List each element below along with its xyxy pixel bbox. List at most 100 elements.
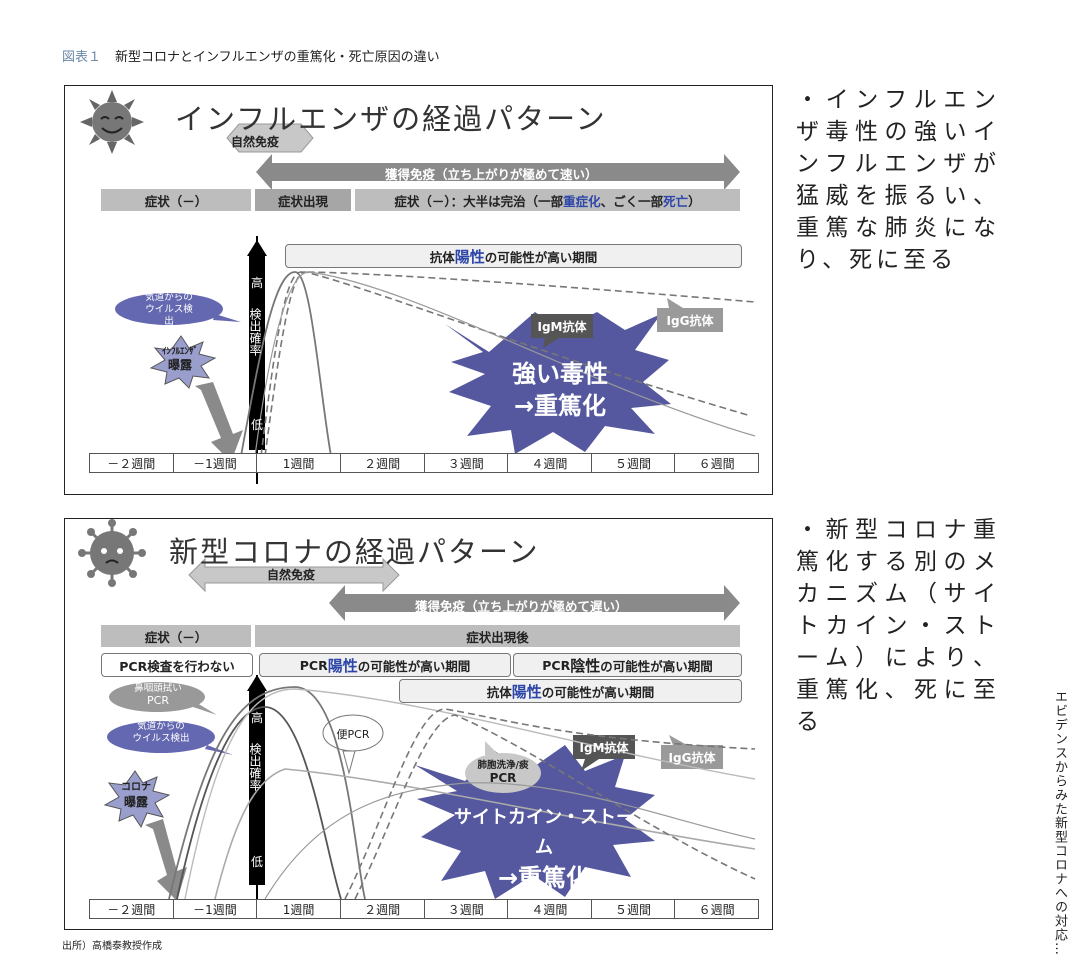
covid-acquired-label: 獲得免疫（立ち上がりが極めて遅い） xyxy=(415,599,628,614)
covid-acquired-arrow xyxy=(329,585,740,621)
flu-airway-line1: 気道からの xyxy=(145,292,193,303)
flu-ab-pos: 陽性 xyxy=(454,247,485,266)
covid-title: 新型コロナの経過パターン xyxy=(169,535,540,569)
pcr-pos-word: 陽性 xyxy=(327,656,358,675)
flu-burst-label: 強い毒性 →重篤化 xyxy=(485,358,635,422)
flu-airway-line2: ウイルス検出 xyxy=(145,304,193,327)
source-note: 出所）高橋泰教授作成 xyxy=(62,941,162,952)
week-label: ５週間 xyxy=(590,454,675,472)
week-label: 1週間 xyxy=(256,454,340,472)
flu-igg-label: IgG抗体 xyxy=(666,314,714,328)
toxicity-burst xyxy=(445,312,671,454)
covid-igm-label: IgM抗体 xyxy=(579,741,629,755)
pcr-neg-pre: PCR xyxy=(542,657,571,673)
covid-airway-label: 気道からの ウイルス検出 xyxy=(131,721,191,745)
flu-acquired-label: 獲得免疫（立ち上がりが極めて速い） xyxy=(385,167,598,182)
flu-exposure-label: ｲﾝﾌﾙｴﾝｻﾞ 曝露 xyxy=(161,346,199,372)
flu-sym-text-2: 、ごく一部 xyxy=(600,193,664,209)
nasal-pcr-callout xyxy=(109,682,217,715)
week-label: －２週間 xyxy=(107,456,156,471)
covid-igg-label: IgG抗体 xyxy=(668,751,716,765)
covid-ab-post: の可能性が高い期間 xyxy=(541,684,655,700)
sun-face-icon xyxy=(80,90,144,154)
covid-exposure-label: コロナ 曝露 xyxy=(117,781,155,809)
vertical-running-title: エビデンスからみた新型コロナへの対応… xyxy=(1052,690,1067,956)
nasal-line2: PCR xyxy=(147,694,169,707)
covid-igg-curve xyxy=(354,714,756,900)
week-label: ４週間 xyxy=(507,900,591,918)
covid-exposure-line2: 曝露 xyxy=(123,795,148,809)
covid-exposure-line1: コロナ xyxy=(121,782,151,793)
no-pcr-period: PCR検査を行わない xyxy=(101,653,253,677)
pcr-pos-post: の可能性が高い期間 xyxy=(357,658,471,674)
week-label: ３週間 xyxy=(423,454,508,472)
acquired-immunity-arrow xyxy=(256,154,740,190)
flu-natural-label: 自然免疫 xyxy=(231,135,280,149)
covid-symptom-none: 症状（－） xyxy=(101,625,251,647)
flu-symptom-onset: 症状出現 xyxy=(255,189,351,211)
nasal-line1: 鼻咽頭拭い xyxy=(134,683,182,694)
natural-immunity-arrow xyxy=(226,123,314,153)
covid-detection-axis xyxy=(247,675,267,917)
lavage-line2: PCR xyxy=(489,771,517,785)
exposure-star xyxy=(149,335,217,389)
flu-burst-line1: 強い毒性 xyxy=(512,360,608,388)
exposure-arrow xyxy=(195,382,243,462)
stool-pcr-label: 便PCR xyxy=(336,728,370,741)
week-label: －1週間 xyxy=(172,900,257,918)
flu-exposure-line1: ｲﾝﾌﾙｴﾝｻﾞ xyxy=(161,347,198,357)
covid-lavage-curve xyxy=(264,782,756,900)
flu-ab-post: の可能性が高い期間 xyxy=(484,249,598,265)
covid-airway-line2: ウイルス検出 xyxy=(132,733,190,744)
flu-exposure-line2: 曝露 xyxy=(167,358,192,372)
flu-symptom-after: 症状（－）：大半は完治（一部重症化、ごく一部死亡） xyxy=(355,189,740,211)
covid-exposure-arrow xyxy=(145,819,187,901)
flu-antibody-period: 抗体陽性の可能性が高い期間 xyxy=(285,244,742,268)
flu-title: インフルエンザの経過パターン xyxy=(175,102,607,136)
week-label: ５週間 xyxy=(590,900,675,918)
flu-burst-line2: →重篤化 xyxy=(513,392,607,420)
covid-side-text: ・新型コロナ重篤化する別のメカニズム（サイトカイン・ストーム）により、重篤化、死… xyxy=(796,517,1000,735)
covid-axis-high: 高 xyxy=(250,711,263,725)
covid-antibody-period: 抗体陽性の可能性が高い期間 xyxy=(399,679,742,703)
week-label: ３週間 xyxy=(423,900,508,918)
flu-sym-death: 死亡 xyxy=(663,193,689,209)
week-label: ４週間 xyxy=(507,454,591,472)
pcr-neg-word: 陰性 xyxy=(570,656,601,675)
virus-face-icon xyxy=(78,519,146,587)
covid-burst-line2: →重篤化 xyxy=(497,864,591,892)
covid-exposure-star xyxy=(103,770,171,829)
antibody-curve-1 xyxy=(260,271,756,457)
covid-ab-pos: 陽性 xyxy=(511,682,542,701)
flu-graph xyxy=(80,90,756,484)
covid-panel: 新型コロナの経過パターン 自然免疫 獲得免疫（立ち上がりが極めて遅い） 症状（－… xyxy=(64,518,773,930)
covid-igm-curve xyxy=(344,708,756,900)
lavage-line1: 肺胞洗浄/痰 xyxy=(477,760,529,771)
covid-natural-label: 自然免疫 xyxy=(267,568,316,582)
covid-axis-low: 低 xyxy=(250,855,263,869)
week-label: ２週間 xyxy=(339,900,424,918)
covid-airway-line1: 気道からの xyxy=(137,721,185,732)
caption-text: 新型コロナとインフルエンザの重篤化・死亡原因の違い xyxy=(115,50,440,65)
week-label: －２週間 xyxy=(107,902,156,917)
flu-sym-severe: 重症化 xyxy=(563,193,601,209)
week-label: 1週間 xyxy=(256,900,340,918)
airway-detection-callout xyxy=(115,293,241,325)
covid-burst-label: サイトカイン・ストーム →重篤化 xyxy=(449,803,639,893)
week-label: ６週間 xyxy=(674,900,758,918)
virus-curve xyxy=(240,271,332,457)
pcr-pos-pre: PCR xyxy=(299,657,328,673)
covid-curve-gray xyxy=(184,688,756,900)
flu-side-text: ・インフルエンザ毒性の強いインフルエンザが猛威を振るい、重篤な肺炎になり、死に至… xyxy=(796,87,1000,273)
flu-symptom-none: 症状（－） xyxy=(101,189,251,211)
covid-burst-line1: サイトカイン・ストーム xyxy=(454,807,634,858)
antibody-curve-2 xyxy=(264,271,752,457)
antibody-curve-3 xyxy=(254,271,756,457)
week-label: ６週間 xyxy=(674,454,758,472)
flu-sym-text-1: 症状（－）：大半は完治（一部 xyxy=(394,193,564,209)
flu-axis-low: 低 xyxy=(250,418,263,432)
